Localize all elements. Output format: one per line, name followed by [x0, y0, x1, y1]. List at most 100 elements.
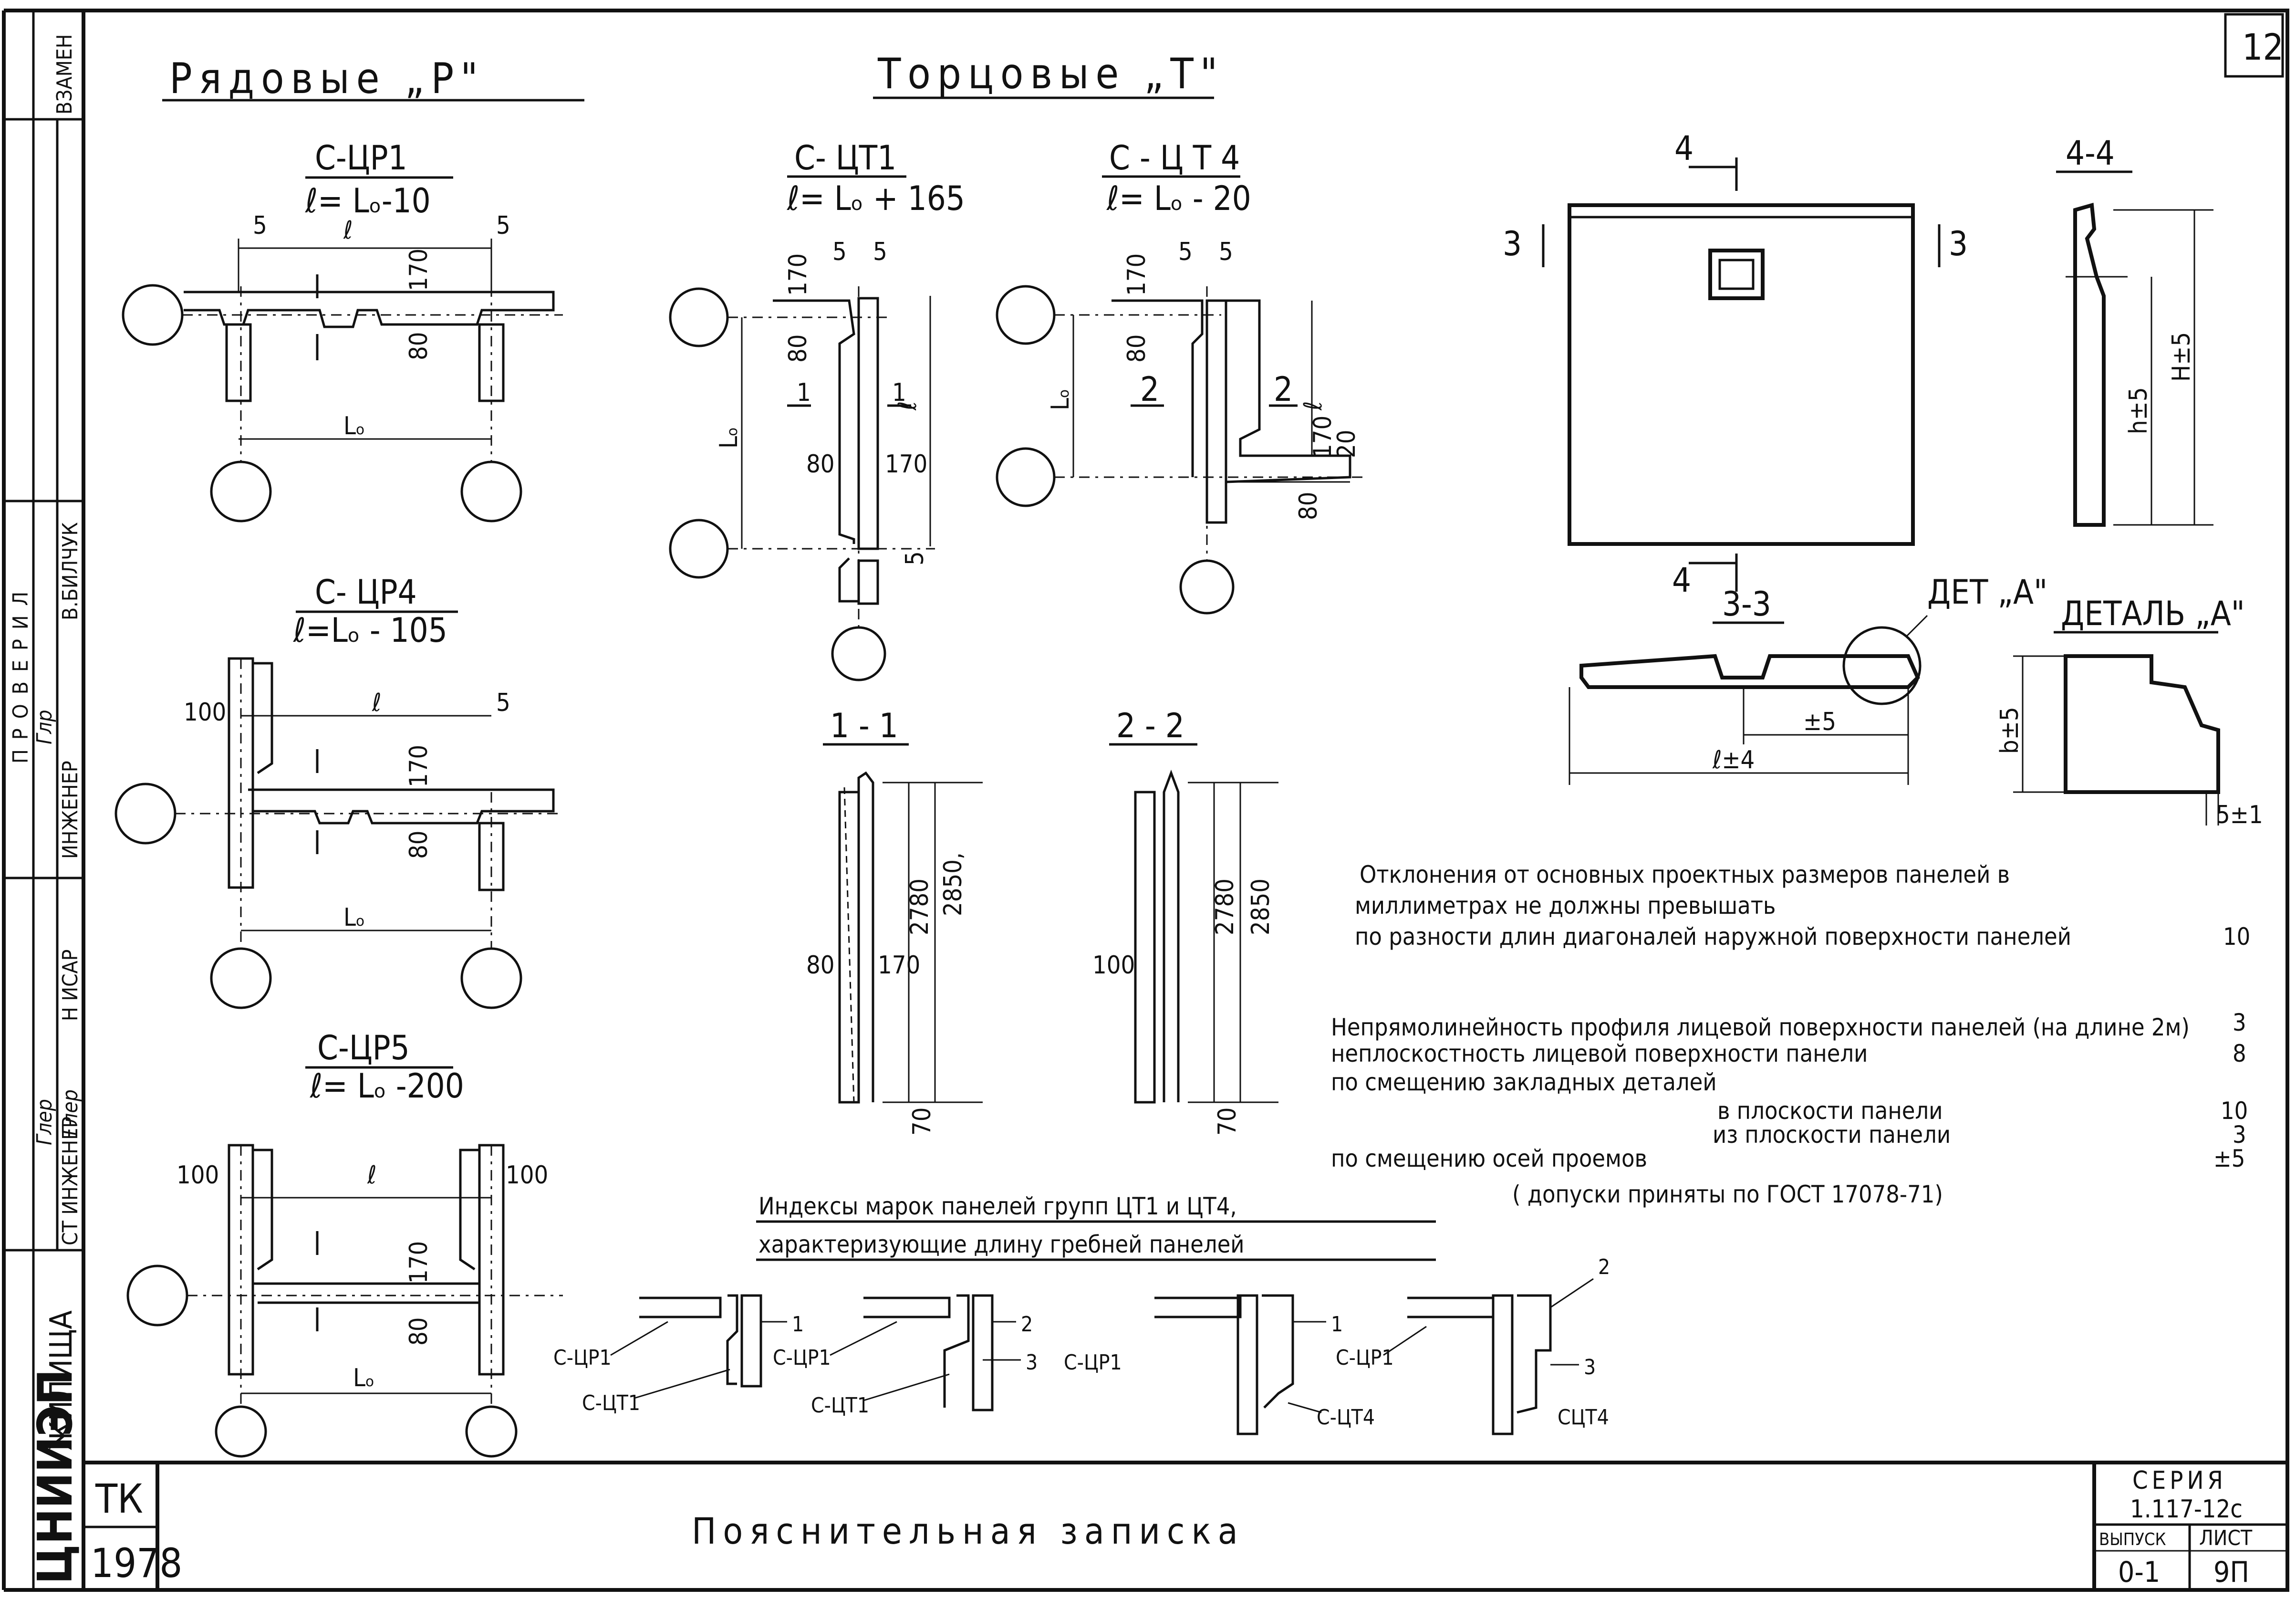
section-2-2-dim-70: 70: [1213, 1107, 1242, 1136]
title-block-code: ТК: [95, 1475, 143, 1522]
panel-ct1: С- ЦТ1 ℓ= Lₒ + 165 Lₒ 170 80 5 5 1 1 ℓ 8…: [669, 138, 965, 681]
section-3-3-dim-pm5: ±5: [1803, 708, 1836, 736]
tolerance-row-3-label: по смещению закладных деталей: [1331, 1068, 1717, 1096]
ct4-dim-l: ℓ: [1299, 401, 1328, 411]
ct1-dim-170: 170: [885, 450, 927, 479]
indexes-block: Индексы марок панелей групп ЦТ1 и ЦТ4, х…: [553, 1192, 1610, 1435]
indexes-title-1: Индексы марок панелей групп ЦТ1 и ЦТ4,: [758, 1192, 1237, 1220]
cr4-dim-80: 80: [405, 830, 433, 859]
ct4-dim-20: 20: [1332, 429, 1361, 458]
title-block-series-label: СЕРИЯ: [2132, 1466, 2227, 1495]
ct1-dim-80-top: 80: [784, 334, 812, 363]
idx-1-cr1: С-ЦР1: [553, 1346, 612, 1370]
cr1-dim-lo: Lₒ: [343, 412, 365, 440]
title-block-year: 1978: [91, 1540, 182, 1587]
title-block-sheet-value: 9П: [2213, 1556, 2249, 1589]
det-a-reference: ДЕТ „А": [1927, 573, 2047, 612]
ct4-cut-2-right: 2: [1274, 370, 1293, 409]
idx-3-cr1: С-ЦР1: [1064, 1350, 1122, 1375]
cr5-dim-100-left: 100: [177, 1161, 219, 1190]
title-block: ТК 1978 Пояснительная записка СЕРИЯ 1.11…: [91, 1466, 2253, 1589]
section-4-4-label: 4-4: [2066, 134, 2115, 173]
stamp-checked-label: ПРОВЕРИЛ: [9, 582, 33, 763]
detail-a: ДЕТАЛЬ „А" b±5 5±1: [1995, 594, 2263, 829]
title-block-issue-value: 0-1: [2118, 1556, 2160, 1589]
indexes-title-2: характеризующие длину гребней панелей: [758, 1231, 1245, 1258]
front-cut-3-left: 3: [1503, 224, 1522, 263]
ct1-dim-l: ℓ: [893, 401, 922, 411]
tolerance-row-2-value: 8: [2233, 1040, 2246, 1067]
cr1-formula: ℓ= Lₒ-10: [305, 181, 431, 220]
idx-2-cr1: С-ЦР1: [773, 1346, 831, 1370]
ct4-name: С - Ц Т 4: [1109, 138, 1240, 178]
ct1-dim-lo: Lₒ: [715, 427, 743, 449]
cr1-dim-80: 80: [405, 332, 433, 360]
cr4-dim-170: 170: [405, 745, 433, 787]
tolerance-row-5-label: из плоскости панели: [1713, 1121, 1951, 1149]
section-1-1: 1 - 1 2780 2850, 80 170 70: [806, 706, 983, 1136]
tolerance-row-0-value: 10: [2223, 923, 2250, 951]
idx-4-cr1: С-ЦР1: [1336, 1346, 1394, 1370]
section-2-2-dim-2780: 2780: [1211, 878, 1239, 935]
ct4-dim-80: 80: [1294, 491, 1323, 520]
cr1-dim-5-left: 5: [253, 211, 267, 240]
section-4-4-dim-h: h±5: [2124, 387, 2153, 434]
stamp-engineer-label: ИНЖЕНЕР: [58, 761, 83, 859]
idx-2-ct1: С-ЦТ1: [811, 1393, 869, 1418]
heading-end: Торцовые „Т": [877, 49, 1224, 98]
cr4-formula: ℓ=Lₒ - 105: [293, 611, 447, 650]
detail-a-dim-b: b±5: [1995, 707, 2024, 754]
title-block-series-value: 1.117-12с: [2130, 1495, 2243, 1524]
stamp-senior-engineer-signature: Глер: [32, 1099, 57, 1145]
cr5-dim-170: 170: [405, 1241, 433, 1284]
cr1-dim-l: ℓ: [343, 216, 353, 245]
ct1-dim-5-bottom: 5: [901, 551, 929, 565]
section-2-2-label: 2 - 2: [1116, 706, 1184, 745]
cr1-dim-170: 170: [405, 249, 433, 291]
title-block-title: Пояснительная записка: [692, 1510, 1245, 1552]
section-4-4: 4-4 h±5 H±5: [2056, 134, 2213, 527]
panel-cr5: С-ЦР5 ℓ= Lₒ -200 100 ℓ 100 170 80 Lₒ: [126, 1028, 563, 1458]
tolerance-row-2-label: неплоскостность лицевой поверхности пане…: [1331, 1040, 1868, 1067]
sheet-frame: [82, 9, 2289, 1592]
cr4-dim-l: ℓ: [372, 689, 381, 717]
detail-a-dim-5pm1: 5±1: [2216, 801, 2263, 829]
cr4-dim-100: 100: [184, 698, 226, 727]
cr4-dim-5: 5: [496, 689, 510, 717]
ct4-dim-80-top: 80: [1122, 334, 1151, 363]
idx-4-num-3: 3: [1584, 1355, 1596, 1380]
panel-ct4: С - Ц Т 4 ℓ= Lₒ - 20 Lₒ 170 80 5 5 2 2 ℓ…: [996, 138, 1364, 615]
stamp-designer-signature: Глер: [58, 1089, 83, 1136]
tolerance-row-1-label: Непрямолинейность профиля лицевой поверх…: [1331, 1014, 2190, 1041]
section-4-4-dim-H: H±5: [2167, 332, 2196, 382]
idx-2-num-2: 2: [1021, 1312, 1033, 1337]
side-stamp: ВЗАМЕН ПРОВЕРИЛ В.БИЛЧУК ИНЖЕНЕР Глр Н И…: [2, 9, 83, 1592]
tolerance-row-6-label: по смещению осей проемов: [1331, 1145, 1647, 1172]
ct4-dim-170: 170: [1309, 416, 1337, 458]
idx-1-num: 1: [792, 1312, 804, 1337]
section-1-1-dim-70: 70: [908, 1107, 936, 1136]
stamp-engineer-signature: Глр: [32, 710, 57, 745]
panel-cr4: С- ЦР4 ℓ=Lₒ - 105 100 ℓ 5 170 80 Lₒ: [114, 573, 563, 1009]
cr5-dim-l: ℓ: [367, 1161, 376, 1190]
section-1-1-dim-2850: 2850,: [939, 852, 967, 916]
ct1-dim-170-top: 170: [784, 253, 812, 296]
ct1-formula: ℓ= Lₒ + 165: [787, 179, 965, 218]
idx-4-num-2: 2: [1598, 1255, 1610, 1279]
section-1-1-label: 1 - 1: [830, 706, 898, 745]
cr1-name: С-ЦР1: [315, 138, 407, 178]
section-3-3-dim-l4: ℓ±4: [1712, 746, 1755, 774]
front-cut-4-top: 4: [1674, 129, 1693, 168]
ct4-formula: ℓ= Lₒ - 20: [1106, 179, 1251, 218]
cr4-dim-lo: Lₒ: [343, 903, 365, 932]
ct1-cut-1-right: 1: [892, 378, 906, 407]
section-3-3: 3-3 ДЕТ „А" ℓ±4 ±5: [1569, 573, 2047, 785]
section-1-1-dim-2780: 2780: [905, 878, 934, 935]
idx-2-num-3: 3: [1026, 1350, 1038, 1375]
tolerance-row-4-label: в плоскости панели: [1717, 1097, 1943, 1125]
cr1-dim-5-right: 5: [496, 211, 510, 240]
stamp-org-label: ЖИЛИЩА: [44, 1310, 79, 1451]
ct1-cut-1-left: 1: [797, 378, 811, 407]
section-2-2-dim-2850: 2850: [1247, 878, 1275, 935]
